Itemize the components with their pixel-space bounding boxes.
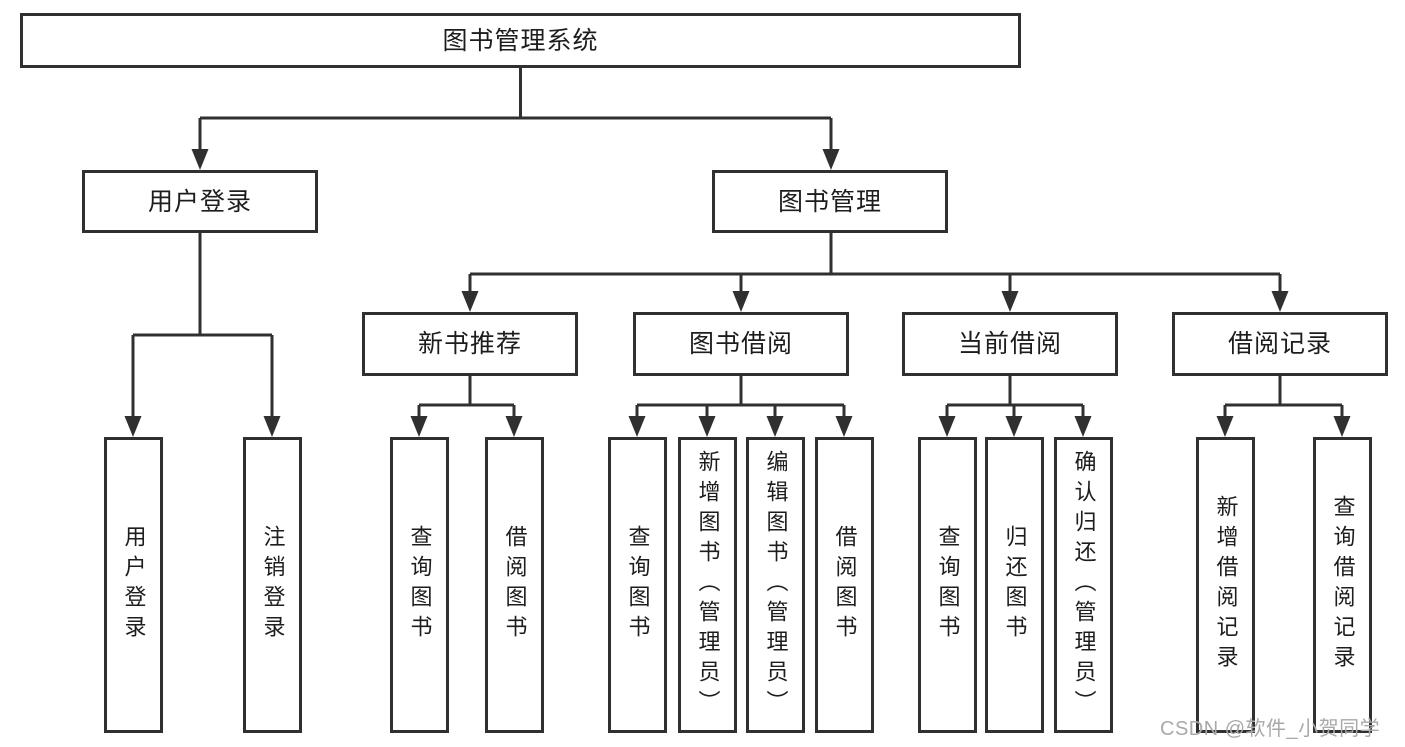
- arrow-down-icon: [1216, 416, 1234, 437]
- leaf-query-books-borrowing: 查询图书: [608, 437, 667, 733]
- arrow-down-icon: [822, 149, 840, 170]
- node-label: 注销登录: [260, 525, 286, 645]
- arrow-down-icon: [1271, 291, 1289, 312]
- leaf-return-books: 归还图书: [985, 437, 1044, 733]
- connector-book-borrowing-to-leaves: [628, 376, 853, 437]
- connector-new-book-recommend-to-leaves: [410, 376, 523, 437]
- arrow-down-icon: [1005, 416, 1023, 437]
- node-label: 借阅图书: [502, 525, 528, 645]
- arrow-down-icon: [1001, 291, 1019, 312]
- arrow-down-icon: [938, 416, 956, 437]
- arrow-down-icon: [505, 416, 523, 437]
- node-label: 新书推荐: [417, 330, 522, 358]
- leaf-add-borrow-record: 新增借阅记录: [1196, 437, 1255, 733]
- node-label: 图书管理系统: [442, 26, 599, 55]
- connector-user-login-to-leaves: [124, 233, 281, 437]
- leaf-logout: 注销登录: [243, 437, 302, 733]
- arrow-down-icon: [628, 416, 646, 437]
- watermark-text: CSDN @软件_小贺同学: [1160, 718, 1381, 740]
- connector-borrowing-records-to-leaves: [1216, 376, 1351, 437]
- arrow-down-icon: [698, 416, 716, 437]
- leaf-query-books-current: 查询图书: [918, 437, 977, 733]
- node-book-borrowing: 图书借阅: [633, 312, 849, 376]
- leaf-user-login: 用户登录: [104, 437, 163, 733]
- arrow-down-icon: [732, 291, 750, 312]
- leaf-query-books-recommend: 查询图书: [390, 437, 449, 733]
- leaf-confirm-return-admin: 确认归还（管理员）: [1054, 437, 1113, 733]
- arrow-down-icon: [124, 416, 142, 437]
- node-borrowing-records: 借阅记录: [1172, 312, 1388, 376]
- connector-root-to-level2: [191, 68, 840, 170]
- arrow-down-icon: [263, 416, 281, 437]
- node-label: 确认归还（管理员）: [1071, 450, 1097, 720]
- node-label: 查询图书: [407, 525, 433, 645]
- node-label: 编辑图书（管理员）: [763, 450, 789, 720]
- leaf-add-books-admin: 新增图书（管理员）: [678, 437, 737, 733]
- node-label: 查询图书: [935, 525, 961, 645]
- arrow-down-icon: [1074, 416, 1092, 437]
- node-label: 图书借阅: [688, 330, 793, 358]
- leaf-borrow-books-borrowing: 借阅图书: [815, 437, 874, 733]
- node-new-book-recommend: 新书推荐: [362, 312, 578, 376]
- node-current-borrowing: 当前借阅: [902, 312, 1118, 376]
- arrow-down-icon: [461, 291, 479, 312]
- node-label: 借阅记录: [1227, 330, 1332, 358]
- arrow-down-icon: [1333, 416, 1351, 437]
- leaf-borrow-books-recommend: 借阅图书: [485, 437, 544, 733]
- node-label: 借阅图书: [832, 525, 858, 645]
- node-library-management-system: 图书管理系统: [20, 13, 1021, 68]
- arrow-down-icon: [410, 416, 428, 437]
- node-label: 新增借阅记录: [1213, 495, 1239, 675]
- leaf-edit-books-admin: 编辑图书（管理员）: [746, 437, 805, 733]
- node-label: 图书管理: [777, 187, 882, 216]
- arrow-down-icon: [835, 416, 853, 437]
- connector-book-management-to-level3: [461, 233, 1289, 312]
- arrow-down-icon: [766, 416, 784, 437]
- leaf-query-borrow-record: 查询借阅记录: [1313, 437, 1372, 733]
- node-user-login: 用户登录: [82, 170, 318, 233]
- connector-current-borrowing-to-leaves: [938, 376, 1092, 437]
- node-label: 查询图书: [625, 525, 651, 645]
- node-label: 归还图书: [1002, 525, 1028, 645]
- node-label: 当前借阅: [957, 330, 1062, 358]
- watermark: CSDN @软件_小贺同学: [1160, 712, 1380, 741]
- node-label: 用户登录: [121, 525, 147, 645]
- node-label: 用户登录: [147, 187, 252, 216]
- node-label: 查询借阅记录: [1330, 495, 1356, 675]
- node-book-management: 图书管理: [712, 170, 948, 233]
- node-label: 新增图书（管理员）: [695, 450, 721, 720]
- arrow-down-icon: [191, 149, 209, 170]
